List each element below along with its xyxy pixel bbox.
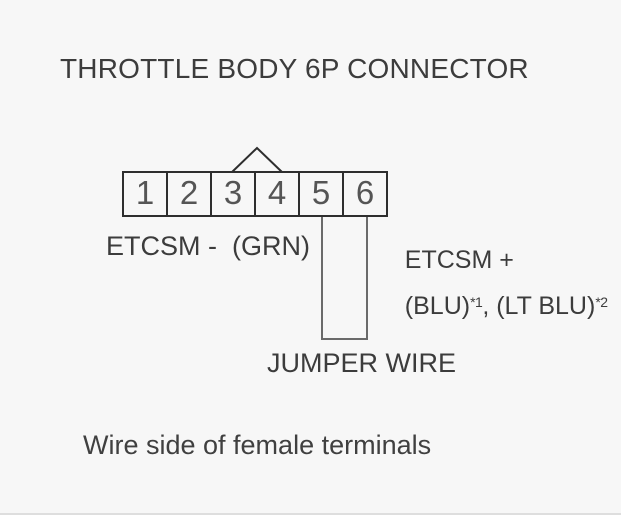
etcsm-plus-wire-color-1: (BLU) xyxy=(404,292,471,320)
jumper-wire-label: JUMPER WIRE xyxy=(267,348,456,378)
terminal-cell-1: 1 xyxy=(124,173,168,215)
diagram-title: THROTTLE BODY 6P CONNECTOR xyxy=(60,53,529,84)
jumper-wire-pin5-segment xyxy=(321,217,323,339)
image-bottom-edge xyxy=(0,513,621,515)
etcsm-plus-wire-color-2: , (LT BLU) xyxy=(482,292,596,320)
jumper-wire-pin6-segment xyxy=(366,217,368,339)
connector-keyway-notch-icon xyxy=(230,146,284,174)
etcsm-plus-label: ETCSM + (BLU)*1, (LT BLU)*2 xyxy=(377,226,608,341)
footnote-marker-2: *2 xyxy=(595,294,608,310)
terminal-cell-6: 6 xyxy=(355,174,375,211)
terminal-cell-4: 4 xyxy=(256,173,300,215)
footnote-marker-1: *1 xyxy=(470,294,483,310)
jumper-wire-bottom-segment xyxy=(321,338,368,340)
etcsm-plus-line1: ETCSM + xyxy=(404,246,514,274)
terminal-cell-5: 5 xyxy=(300,173,344,215)
wire-side-note: Wire side of female terminals xyxy=(83,430,432,460)
connector-6p-body: 1 2 3 4 5 6 xyxy=(122,171,388,217)
terminal-cell-2: 2 xyxy=(168,173,212,215)
terminal-cell-3: 3 xyxy=(212,173,256,215)
etcsm-minus-label: ETCSM - (GRN) xyxy=(106,231,310,261)
